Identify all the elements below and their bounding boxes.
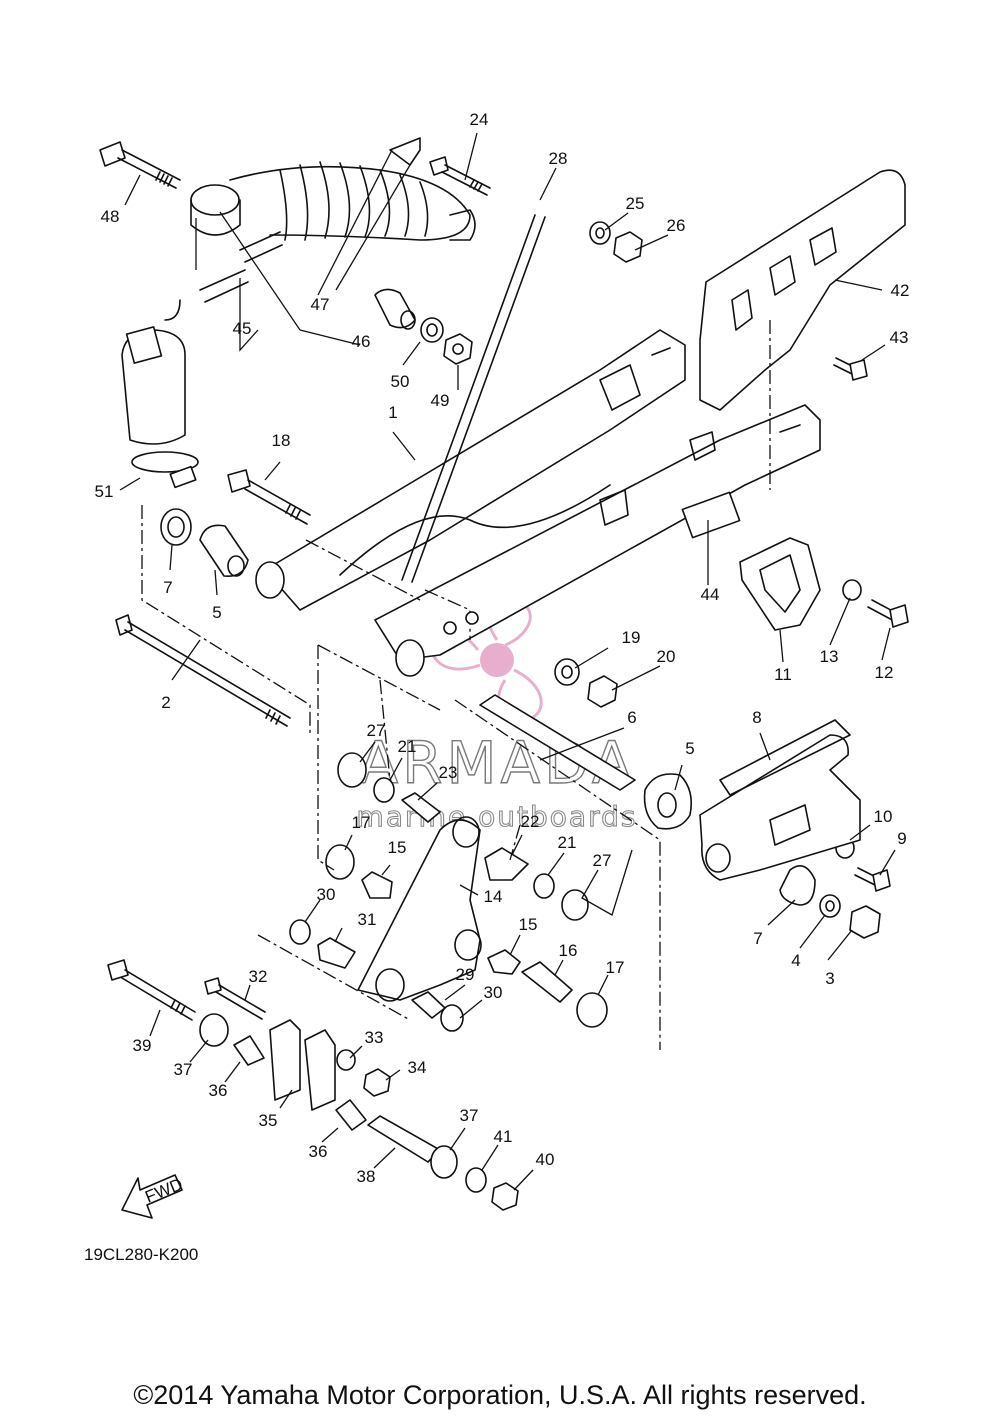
- callout-11: 11: [774, 665, 792, 684]
- leader-lines: [119, 132, 896, 1191]
- callout-20: 20: [657, 647, 676, 666]
- swingarm-part: [264, 329, 686, 611]
- callout-49: 49: [431, 391, 450, 410]
- copyright-notice: ©2014 Yamaha Motor Corporation, U.S.A. A…: [133, 1380, 867, 1410]
- callout-9: 9: [897, 829, 906, 848]
- callout-32: 32: [249, 967, 268, 986]
- callout-18: 18: [272, 431, 291, 450]
- callout-21a: 21: [398, 737, 417, 756]
- callout-12: 12: [875, 663, 894, 682]
- callout-24: 24: [470, 110, 489, 129]
- callout-labels: 1 2 3 4 5 5 6 7 7 8 9 10 11 12 13 14 15 …: [95, 110, 910, 1186]
- bolt-32: [204, 977, 266, 1020]
- callout-27b: 27: [593, 851, 612, 870]
- callout-13: 13: [820, 647, 839, 666]
- callout-33: 33: [365, 1028, 384, 1047]
- callout-39: 39: [133, 1036, 152, 1055]
- callout-36b: 36: [309, 1142, 328, 1161]
- bolt-18: [227, 469, 311, 525]
- callout-5a: 5: [212, 603, 221, 622]
- bolt-48: [99, 141, 181, 189]
- shock-absorber-part: [121, 161, 476, 489]
- callout-17a: 17: [352, 813, 371, 832]
- chain-guard-part: [699, 169, 906, 411]
- callout-44: 44: [701, 585, 720, 604]
- callout-4: 4: [791, 951, 800, 970]
- fwd-label: FWD: [142, 1175, 185, 1207]
- bolt-12: [867, 599, 909, 628]
- callout-28: 28: [549, 149, 568, 168]
- callout-41: 41: [494, 1127, 513, 1146]
- bolt-39: [107, 959, 196, 1021]
- callout-34: 34: [408, 1058, 427, 1077]
- callout-19: 19: [622, 628, 641, 647]
- pivot-shaft-2: [115, 614, 291, 727]
- callout-7a: 7: [163, 578, 172, 597]
- callout-31: 31: [358, 910, 377, 929]
- callout-6: 6: [627, 708, 636, 727]
- callout-48: 48: [101, 207, 120, 226]
- watermark-tagline: marine outboards: [357, 800, 638, 833]
- callout-16: 16: [559, 941, 578, 960]
- bolt-43: [833, 357, 868, 381]
- callout-51: 51: [95, 482, 114, 501]
- callout-25: 25: [626, 194, 645, 213]
- parts-drawing: FWD: [99, 137, 909, 1219]
- callout-2: 2: [161, 693, 170, 712]
- callout-35: 35: [259, 1111, 278, 1130]
- bolt-24: [429, 156, 491, 196]
- callout-38: 38: [357, 1167, 376, 1186]
- callout-50: 50: [391, 372, 410, 391]
- callout-42: 42: [891, 281, 910, 300]
- callout-15a: 15: [388, 838, 407, 857]
- callout-8: 8: [752, 708, 761, 727]
- watermark: ARMADA marine outboards: [356, 594, 638, 834]
- callout-47: 47: [311, 295, 330, 314]
- fwd-arrow-icon: FWD: [121, 1174, 185, 1219]
- callout-46: 46: [352, 332, 371, 351]
- callout-43: 43: [890, 328, 909, 347]
- callout-14: 14: [484, 887, 503, 906]
- callout-30a: 30: [317, 885, 336, 904]
- callout-45: 45: [233, 319, 252, 338]
- callout-5b: 5: [685, 739, 694, 758]
- callout-7b: 7: [753, 929, 762, 948]
- callout-30b: 30: [484, 983, 503, 1002]
- callout-15b: 15: [519, 915, 538, 934]
- callout-26: 26: [667, 216, 686, 235]
- callout-27a: 27: [367, 721, 386, 740]
- callout-22: 22: [521, 812, 540, 831]
- callout-1: 1: [388, 403, 397, 422]
- relay-arm-part: [357, 819, 481, 1001]
- drawing-code: 19CL280-K200: [84, 1245, 198, 1264]
- callout-37a: 37: [174, 1060, 193, 1079]
- callout-36a: 36: [209, 1081, 228, 1100]
- callout-3: 3: [825, 969, 834, 988]
- callout-29: 29: [456, 965, 475, 984]
- bolt-9: [854, 867, 891, 892]
- callout-21b: 21: [558, 833, 577, 852]
- callout-40: 40: [536, 1150, 555, 1169]
- callout-23: 23: [439, 763, 458, 782]
- callout-10: 10: [874, 807, 893, 826]
- callout-37b: 37: [460, 1106, 479, 1125]
- callout-17b: 17: [606, 958, 625, 977]
